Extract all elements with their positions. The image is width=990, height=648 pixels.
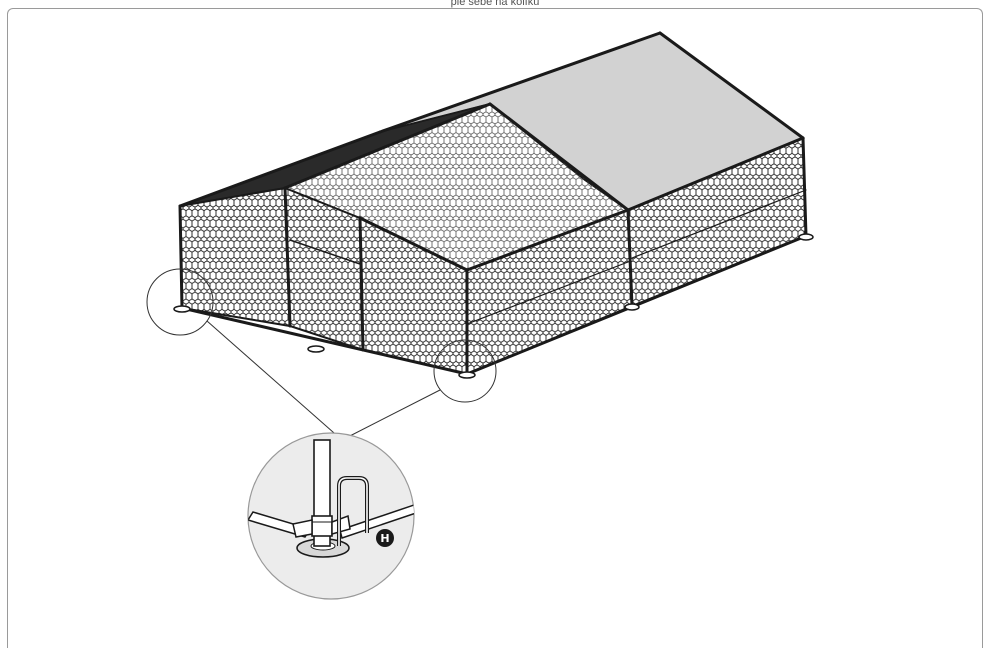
callout-badge [376,529,394,547]
detail-magnifier: H [247,432,415,600]
callout-leaders [146,268,497,441]
callout-letter: H [380,532,389,545]
page-caption: pie sebe na kolíků [450,0,540,8]
foot-plates [173,233,814,379]
frame-tubes [178,31,808,376]
mesh-wall-left [178,186,292,328]
